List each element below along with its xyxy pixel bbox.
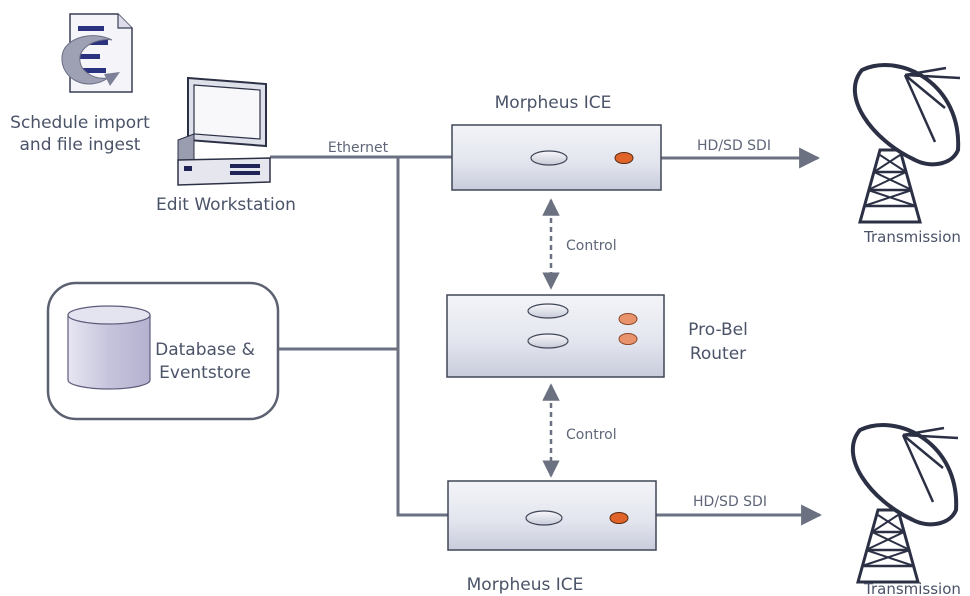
ice-bottom-drive-slot: [525, 510, 563, 526]
satellite-dish-icon-top: [852, 63, 961, 224]
ice-bottom-label: Morpheus ICE: [467, 575, 584, 595]
schedule-document-icon: [61, 13, 133, 93]
router-slot-2: [527, 333, 569, 349]
ethernet-label: Ethernet: [328, 140, 389, 156]
router-led-1: [618, 313, 638, 325]
sdi-label-bottom: HD/SD SDI: [693, 494, 767, 510]
schedule-label-line1: Schedule import: [10, 113, 150, 133]
sdi-label-top: HD/SD SDI: [697, 138, 771, 154]
router-led-2: [618, 333, 638, 345]
workstation-label: Edit Workstation: [156, 195, 296, 215]
control-label-bottom: Control: [566, 427, 617, 443]
database-cylinder-icon: [67, 305, 151, 390]
control-label-top: Control: [566, 238, 617, 254]
ice-bottom-status-led: [609, 512, 629, 524]
transmission-label-bottom: Transmission: [863, 580, 961, 596]
ice-top-drive-slot: [530, 150, 568, 166]
router-label-line1: Pro-Bel: [688, 320, 748, 340]
ice-bottom-device: [447, 480, 657, 551]
ice-top-device: [451, 124, 662, 191]
ice-top-status-led: [614, 152, 634, 164]
router-slot-1: [527, 303, 569, 319]
database-label-line2: Eventstore: [159, 363, 251, 383]
database-label-line1: Database &: [155, 340, 255, 360]
ethernet-bus: [270, 155, 452, 517]
schedule-label-line2: and file ingest: [20, 135, 141, 155]
workstation-computer-icon: [177, 76, 271, 186]
ice-top-label: Morpheus ICE: [495, 93, 612, 113]
router-device: [446, 294, 665, 378]
router-label-line2: Router: [690, 344, 746, 364]
transmission-label-top: Transmission: [863, 228, 961, 246]
satellite-dish-icon-bottom: [850, 423, 959, 584]
